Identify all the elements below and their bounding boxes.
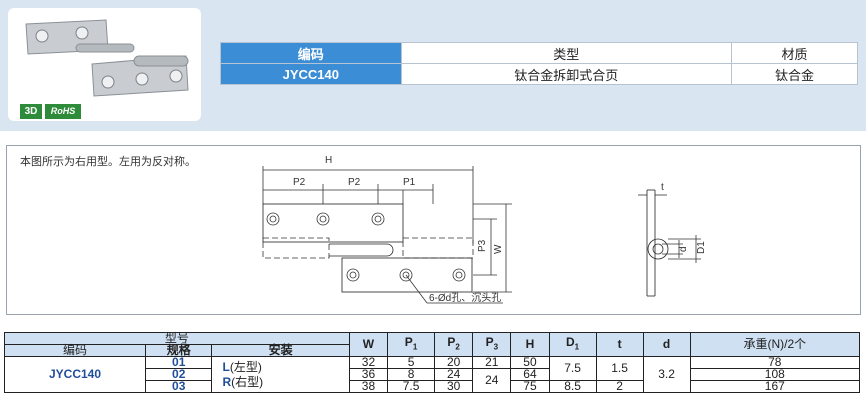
dim-label-W: W [493, 244, 504, 254]
table-row: 03 38 7.5 30 75 8.5 2 167 [5, 380, 861, 393]
row-install: L(左型) R(右型) [211, 356, 350, 393]
info-header-material: 材质 [731, 42, 858, 64]
row-W: 38 [348, 380, 389, 393]
row-t: 2 [595, 380, 644, 393]
row-D1: 8.5 [548, 380, 597, 393]
header-t: t [595, 332, 644, 357]
row-code: JYCC140 [4, 356, 146, 393]
dim-label-P2-b: P2 [348, 177, 361, 188]
dim-label-P1: P1 [403, 177, 416, 188]
header-install: 安装 [211, 344, 350, 357]
row-t: 1.5 [595, 356, 644, 381]
header-load: 承重(N)/2个 [689, 332, 861, 357]
header-H: H [510, 332, 550, 357]
rohs-badge: RoHS [45, 104, 81, 119]
technical-drawing-panel: 本图所示为右用型。左用为反对称。 H P2 P2 P1 P3 [6, 145, 861, 315]
dim-label-P3: P3 [477, 239, 488, 252]
header-P3: P3 [472, 332, 512, 357]
table-row: JYCC140 01 L(左型) R(右型) 32 5 20 21 50 7.5… [4, 356, 861, 393]
table-row: 02 36 8 24 24 64 108 [5, 368, 861, 393]
header-spec: 规格 [144, 344, 213, 357]
header-d: d [642, 332, 691, 357]
product-header-panel: 3D RoHS 编码 类型 材质 JYCC140 钛合金拆卸式合页 钛合金 [0, 0, 866, 131]
info-type-value: 钛合金拆卸式合页 [400, 63, 733, 85]
hole-callout: 6-Ød孔、沉头孔 [429, 291, 501, 304]
dim-label-H: H [325, 155, 332, 166]
hinge-product-image [25, 19, 189, 97]
header-P1: P1 [387, 332, 436, 357]
spec-table: 型号 W P1 P2 P3 H D1 t d 承重(N)/2个 编码 规格 安装… [4, 332, 861, 393]
header-D1: D1 [548, 332, 597, 357]
header-P2: P2 [434, 332, 474, 357]
dim-label-P2-a: P2 [293, 177, 306, 188]
row-P2: 30 [434, 380, 474, 393]
row-D1: 7.5 [548, 356, 597, 381]
dim-label-D1: D1 [696, 241, 707, 254]
row-P3: 21 [472, 356, 512, 369]
hinge-dimension-drawing: H P2 P2 P1 P3 W 6-Ød孔、沉 [262, 155, 707, 304]
header-W: W [348, 332, 389, 357]
row-d: 3.2 [642, 356, 691, 393]
info-code-value: JYCC140 [220, 63, 402, 85]
header-model: 型号 [4, 332, 350, 345]
row-P3: 24 [472, 368, 512, 393]
row-W: 36 [348, 368, 389, 381]
info-header-type: 类型 [400, 42, 733, 64]
dim-label-t: t [661, 182, 664, 193]
info-material-value: 钛合金 [731, 63, 858, 85]
3d-badge[interactable]: 3D [20, 104, 42, 119]
row-H: 75 [510, 380, 550, 393]
header-code: 编码 [4, 344, 146, 357]
row-load: 167 [689, 380, 861, 393]
product-image-card: 3D RoHS [8, 8, 201, 121]
row-P1: 7.5 [387, 380, 436, 393]
row-W: 32 [348, 356, 389, 369]
row-load: 108 [689, 368, 861, 381]
dim-label-d: d [678, 246, 689, 252]
product-info-table: 编码 类型 材质 JYCC140 钛合金拆卸式合页 钛合金 [220, 42, 858, 85]
info-header-code: 编码 [220, 42, 402, 64]
row-spec: 03 [144, 380, 213, 393]
row-P2: 24 [434, 368, 474, 381]
drawing-note: 本图所示为右用型。左用为反对称。 [20, 156, 196, 168]
